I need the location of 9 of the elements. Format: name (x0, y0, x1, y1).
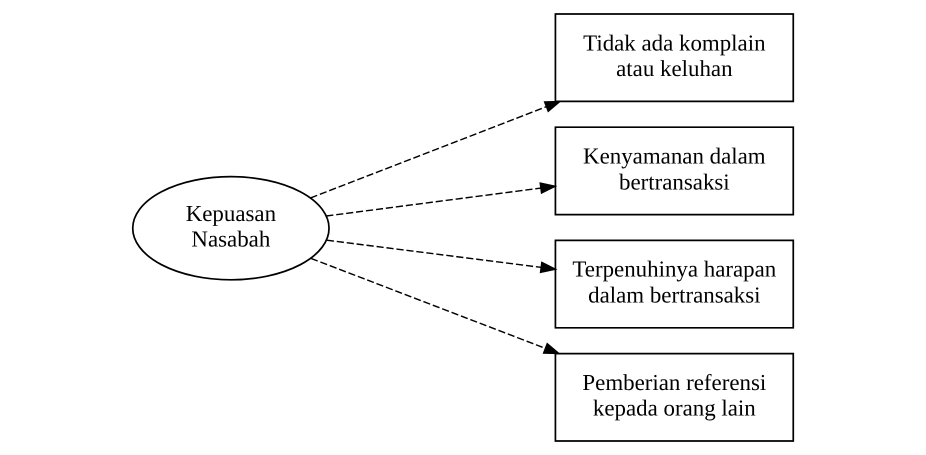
arrow (326, 240, 558, 274)
arrow (310, 258, 561, 354)
arrow (310, 100, 562, 199)
node-ellipse: Kepuasan Nasabah (132, 176, 330, 281)
node-box: Terpenuhinya harapan dalam bertransaksi (554, 240, 794, 329)
arrow (326, 182, 558, 217)
node-box: Kenyamanan dalam bertransaksi (554, 126, 794, 216)
node-box: Tidak ada komplain atau keluhan (554, 13, 794, 102)
node-box: Pemberian referensi kepada orang lain (554, 352, 794, 442)
